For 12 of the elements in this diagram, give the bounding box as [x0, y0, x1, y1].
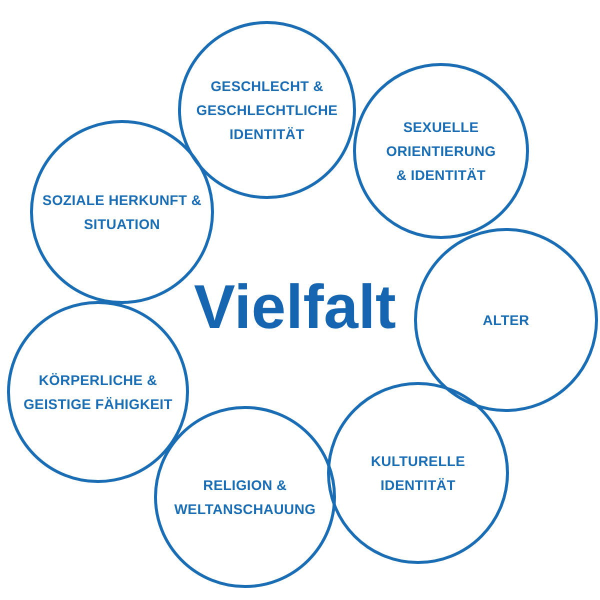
topic-label: KULTURELLE IDENTITÄT [370, 452, 466, 495]
diagram-title: Vielfalt [192, 272, 398, 344]
topic-label: GESCHLECHT & GESCHLECHTLICHE IDENTITÄT [195, 77, 339, 144]
topic-label: SEXUELLE ORIENTIERUNG & IDENTITÄT [385, 118, 497, 185]
topic-label: RELIGION & WELTANSCHAUUNG [173, 476, 317, 519]
topic-circle [414, 228, 598, 412]
topic-label: SOZIALE HERKUNFT & SITUATION [41, 191, 203, 234]
topic-circle [353, 63, 529, 239]
topic-circle [327, 382, 509, 564]
topic-label: KÖRPERLICHE & GEISTIGE FÄHIGKEIT [22, 371, 174, 414]
topic-circle [7, 301, 189, 483]
topic-label: ALTER [482, 311, 530, 330]
